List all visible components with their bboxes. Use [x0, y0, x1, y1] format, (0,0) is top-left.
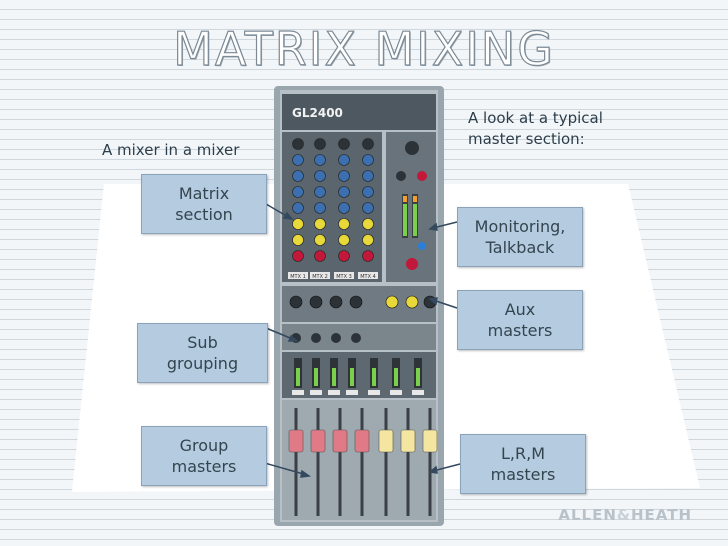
matrix-label: MTX 4	[360, 274, 376, 280]
aux-knob	[385, 295, 399, 309]
channel-meter-level	[394, 368, 398, 386]
fader-cap	[310, 429, 326, 453]
aux-knob	[289, 295, 303, 309]
fader-cap	[378, 429, 394, 453]
matrix-knob	[292, 218, 304, 230]
matrix-knob	[314, 154, 326, 166]
matrix-label-strip	[358, 272, 378, 279]
channel-label-strip	[292, 390, 304, 395]
fader-slot	[294, 408, 298, 516]
fader-slot	[360, 408, 364, 516]
channel-meter-level	[296, 368, 300, 386]
channel-label-strip	[368, 390, 380, 395]
matrix-knob	[338, 154, 350, 166]
matrix-knob	[338, 202, 350, 214]
fader-slot	[428, 408, 432, 516]
fader-cap	[288, 429, 304, 453]
matrix-knob-grid	[292, 138, 374, 262]
channel-meter-level	[332, 368, 336, 386]
matrix-knob	[292, 186, 304, 198]
matrix-knob	[338, 218, 350, 230]
channel-label-strip	[346, 390, 358, 395]
aux-knob	[329, 295, 343, 309]
channel-meter-level	[350, 368, 354, 386]
fader-cap	[354, 429, 370, 453]
fader-slot	[338, 408, 342, 516]
matrix-label: MTX 3	[336, 274, 352, 280]
matrix-knob	[314, 202, 326, 214]
matrix-label: MTX 2	[312, 274, 328, 280]
matrix-knob	[338, 186, 350, 198]
matrix-knob	[292, 202, 304, 214]
matrix-knob	[292, 234, 304, 246]
matrix-knob	[314, 250, 326, 262]
matrix-labels: MTX 1 MTX 2 MTX 3 MTX 4	[288, 272, 378, 280]
matrix-knob	[362, 138, 374, 150]
routing-leds	[292, 358, 424, 395]
sub-group-knob	[311, 333, 321, 343]
callout-group-masters: Group masters	[141, 426, 267, 486]
fader-slot	[316, 408, 320, 516]
fader-cap	[422, 429, 438, 453]
fader-slot	[406, 408, 410, 516]
channel-meter-level	[416, 368, 420, 386]
subtitle-right: A look at a typical master section:	[468, 109, 603, 148]
allen-heath-logo: ALLEN&HEATH	[558, 506, 692, 524]
matrix-knob	[362, 234, 374, 246]
matrix-knob	[292, 154, 304, 166]
matrix-knob	[362, 186, 374, 198]
callout-sub-grouping: Sub grouping	[137, 323, 268, 383]
matrix-label: MTX 1	[290, 274, 306, 280]
matrix-knob	[314, 234, 326, 246]
fader-cap	[400, 429, 416, 453]
mixer-console-image: GL2400 MTX 1 MTX 2 MTX 3 MTX 4	[274, 86, 444, 526]
matrix-knob	[338, 170, 350, 182]
channel-label-strip	[412, 390, 424, 395]
matrix-knob	[362, 170, 374, 182]
sub-group-knob	[331, 333, 341, 343]
matrix-knob	[362, 218, 374, 230]
mixer-model-label: GL2400	[292, 106, 343, 120]
matrix-knob	[362, 202, 374, 214]
channel-label-strip	[310, 390, 322, 395]
matrix-knob	[314, 218, 326, 230]
matrix-knob	[338, 250, 350, 262]
matrix-knob	[292, 138, 304, 150]
sub-group-knob	[291, 333, 301, 343]
brand-amp: &	[616, 506, 631, 524]
matrix-knob	[314, 138, 326, 150]
brand-left: ALLEN	[558, 506, 617, 524]
matrix-label-strip	[334, 272, 354, 279]
matrix-knob	[314, 186, 326, 198]
matrix-knob	[362, 154, 374, 166]
callout-monitoring-talkback: Monitoring, Talkback	[457, 207, 583, 267]
callout-aux-masters: Aux masters	[457, 290, 583, 350]
aux-knob	[349, 295, 363, 309]
callout-lrm-masters: L,R,M masters	[460, 434, 586, 494]
sub-group-knob	[351, 333, 361, 343]
matrix-label-strip	[310, 272, 330, 279]
fader-slot	[384, 408, 388, 516]
channel-label-strip	[328, 390, 340, 395]
aux-knob	[405, 295, 419, 309]
matrix-knob	[338, 234, 350, 246]
matrix-knob	[292, 250, 304, 262]
callout-matrix-section: Matrix section	[141, 174, 267, 234]
channel-meter-level	[314, 368, 318, 386]
aux-knob	[309, 295, 323, 309]
matrix-knob	[338, 138, 350, 150]
slide-title: MATRIX MIXING	[173, 21, 555, 76]
channel-meter-level	[372, 368, 376, 386]
brand-right: HEATH	[630, 506, 692, 524]
matrix-knob	[292, 170, 304, 182]
aux-knob	[423, 295, 437, 309]
channel-label-strip	[390, 390, 402, 395]
matrix-knob	[362, 250, 374, 262]
matrix-label-strip	[288, 272, 308, 279]
fader-cap	[332, 429, 348, 453]
subtitle-left: A mixer in a mixer	[102, 141, 240, 159]
matrix-knob	[314, 170, 326, 182]
